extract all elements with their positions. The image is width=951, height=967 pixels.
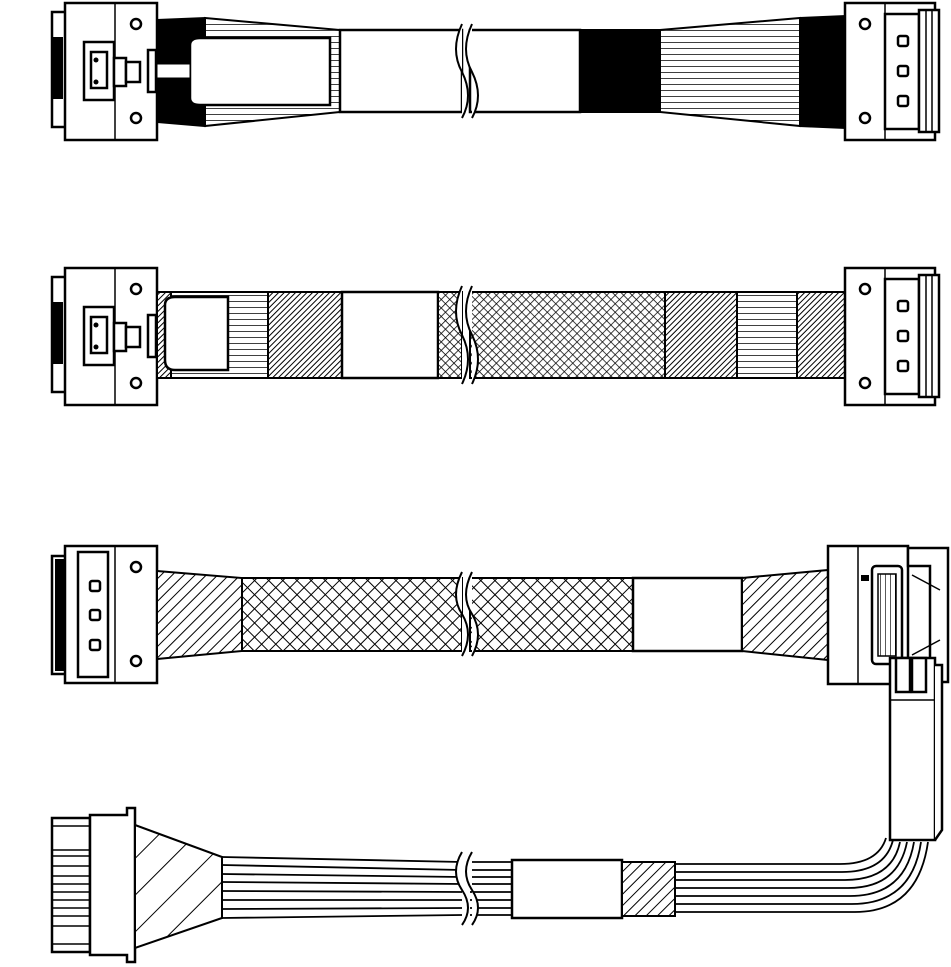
cable-4 bbox=[50, 656, 944, 964]
boot-black-right bbox=[799, 14, 846, 130]
jacket-hatched bbox=[796, 291, 846, 379]
label-sleeve bbox=[631, 576, 744, 653]
break-symbol bbox=[455, 285, 479, 385]
wire-bundle bbox=[221, 837, 929, 919]
sleeve-dense-hatch bbox=[664, 291, 738, 379]
boot-hatched-left bbox=[156, 569, 243, 661]
left-power-connector bbox=[50, 806, 137, 964]
sleeve-black bbox=[579, 29, 661, 113]
break-symbol bbox=[455, 851, 479, 926]
braid-crosshatch bbox=[469, 291, 666, 379]
jacket-white bbox=[338, 28, 464, 114]
wire-bundle bbox=[736, 291, 798, 379]
break-symbol bbox=[455, 23, 479, 119]
braid-crosshatch bbox=[469, 577, 634, 652]
wire-fan-right bbox=[659, 16, 801, 128]
label-sleeve bbox=[510, 858, 624, 920]
boot-hatched-left bbox=[134, 823, 223, 950]
braid-crosshatch bbox=[241, 577, 463, 652]
cable-1 bbox=[50, 1, 941, 142]
latch-pull-tab bbox=[188, 36, 332, 107]
right-power-connector bbox=[888, 656, 944, 842]
sleeve-dense-hatch bbox=[267, 291, 343, 379]
cable-3 bbox=[50, 544, 950, 686]
left-latch-connector bbox=[50, 266, 159, 407]
jacket-white bbox=[468, 28, 582, 114]
left-connector bbox=[50, 544, 159, 685]
break-symbol bbox=[455, 571, 479, 657]
sleeve-hatched bbox=[621, 861, 676, 917]
boot-hatched-right bbox=[741, 568, 829, 662]
label-sleeve bbox=[340, 290, 440, 380]
right-connector bbox=[843, 1, 941, 142]
left-latch-connector bbox=[50, 1, 159, 142]
right-connector bbox=[843, 266, 941, 407]
latch-pull-tab bbox=[163, 295, 230, 372]
cable-2 bbox=[50, 266, 941, 407]
